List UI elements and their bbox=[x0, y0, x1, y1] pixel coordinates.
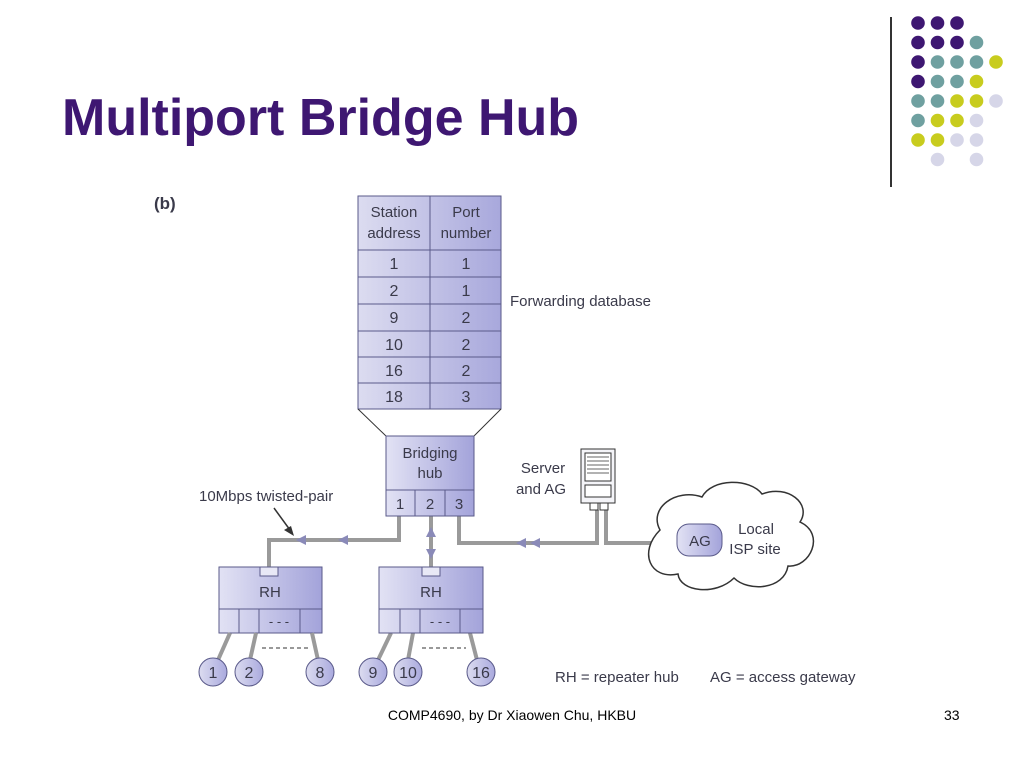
decorative-dot bbox=[969, 152, 984, 167]
column-header-port-line1: Port bbox=[452, 204, 480, 221]
decorative-dot bbox=[989, 55, 1003, 69]
decorative-dot bbox=[969, 74, 984, 89]
legend-repeater-hub: RH = repeater hub bbox=[555, 669, 679, 686]
bridging-hub: Bridging hub 1 2 3 bbox=[385, 435, 475, 517]
server-label-line1: Server bbox=[521, 460, 565, 477]
figure-label: (b) bbox=[154, 194, 176, 213]
decorative-dot bbox=[930, 133, 945, 147]
isp-site-label-line2: ISP site bbox=[729, 541, 780, 558]
station-9: 9 bbox=[358, 657, 388, 687]
table-cell-station: 18 bbox=[385, 389, 403, 406]
station-2: 2 bbox=[234, 657, 264, 687]
cable-pointer-arrow bbox=[273, 507, 294, 536]
decorative-dot bbox=[911, 113, 925, 128]
bridge-hub-diagram: (b) Station address Port number 1 1 2 1 … bbox=[154, 194, 856, 687]
decorative-dot bbox=[950, 35, 964, 50]
table-connector-left bbox=[357, 408, 387, 437]
table-cell-port: 2 bbox=[462, 337, 471, 354]
station-label: 10 bbox=[399, 665, 417, 682]
repeater-hub-1: RH - - - bbox=[218, 566, 323, 634]
decorative-dot bbox=[950, 133, 964, 147]
isp-cloud bbox=[648, 481, 815, 591]
table-cell-station: 10 bbox=[385, 337, 403, 354]
table-cell-station: 2 bbox=[390, 283, 399, 300]
decorative-dot bbox=[930, 152, 945, 167]
repeater-hub-dashes: - - - bbox=[269, 614, 289, 629]
station-label: 16 bbox=[472, 665, 490, 682]
decorative-dot bbox=[911, 35, 925, 50]
repeater-hub-2: RH - - - bbox=[378, 566, 484, 634]
forwarding-database-table: Station address Port number 1 1 2 1 9 2 … bbox=[357, 195, 502, 410]
table-cell-port: 2 bbox=[462, 310, 471, 327]
network-links bbox=[267, 510, 676, 567]
decorative-dot bbox=[950, 94, 964, 108]
decorative-dot bbox=[950, 113, 964, 128]
column-header-station-line1: Station bbox=[371, 204, 418, 221]
server-label-line2: and AG bbox=[516, 481, 566, 498]
decorative-dot-grid bbox=[911, 16, 1003, 167]
slide-footer: COMP4690, by Dr Xiaowen Chu, HKBU bbox=[387, 707, 637, 723]
table-connector-right bbox=[473, 408, 502, 437]
decorative-dot bbox=[969, 55, 984, 69]
bridge-port-label: 3 bbox=[455, 496, 463, 513]
bridge-port-label: 1 bbox=[396, 496, 404, 513]
server-icon bbox=[580, 448, 616, 511]
repeater-hub-label: RH bbox=[259, 584, 281, 601]
repeater-hub-label: RH bbox=[420, 584, 442, 601]
station-10: 10 bbox=[393, 657, 423, 687]
page-number: 33 bbox=[944, 707, 960, 723]
station-links bbox=[216, 632, 479, 661]
repeater-hub-dashes: - - - bbox=[430, 614, 450, 629]
access-gateway: AG bbox=[676, 523, 723, 557]
decorative-dot bbox=[969, 35, 984, 50]
cable-type-label: 10Mbps twisted-pair bbox=[199, 488, 333, 505]
table-cell-port: 1 bbox=[462, 256, 471, 273]
table-cell-port: 2 bbox=[462, 363, 471, 380]
station-label: 9 bbox=[369, 665, 378, 682]
slide-title: Multiport Bridge Hub bbox=[62, 89, 580, 147]
column-header-port-line2: number bbox=[441, 225, 492, 242]
column-header-station-line2: address bbox=[367, 225, 420, 242]
decorative-dot bbox=[969, 94, 984, 108]
decorative-dot bbox=[969, 113, 984, 128]
decorative-dot bbox=[930, 55, 945, 69]
forwarding-database-caption: Forwarding database bbox=[510, 293, 651, 310]
station-8: 8 bbox=[305, 657, 335, 687]
table-cell-station: 16 bbox=[385, 363, 403, 380]
decorative-dot bbox=[930, 113, 945, 128]
legend-access-gateway: AG = access gateway bbox=[710, 669, 856, 686]
station-label: 2 bbox=[245, 665, 254, 682]
access-gateway-label: AG bbox=[689, 533, 711, 550]
table-cell-station: 9 bbox=[390, 310, 399, 327]
flow-arrows bbox=[296, 527, 540, 559]
table-cell-station: 1 bbox=[390, 256, 399, 273]
decorative-dot bbox=[930, 74, 945, 89]
bridge-port-label: 2 bbox=[426, 496, 434, 513]
station-label: 8 bbox=[316, 665, 325, 682]
decorative-dot bbox=[950, 55, 964, 69]
station-1: 1 bbox=[198, 657, 228, 687]
station-16: 16 bbox=[466, 657, 496, 687]
decorative-dot bbox=[911, 94, 925, 108]
table-cell-port: 1 bbox=[462, 283, 471, 300]
bridging-hub-label-line1: Bridging bbox=[402, 445, 457, 462]
decorative-dot bbox=[950, 16, 964, 30]
decorative-dot bbox=[969, 133, 984, 147]
decorative-dot bbox=[930, 35, 945, 50]
isp-site-label-line1: Local bbox=[738, 521, 774, 538]
decorative-dot bbox=[911, 133, 925, 147]
decorative-dot bbox=[911, 16, 925, 30]
bridging-hub-label-line2: hub bbox=[417, 465, 442, 482]
decorative-dot bbox=[989, 94, 1003, 108]
table-cell-port: 3 bbox=[462, 389, 471, 406]
decorative-dot bbox=[930, 16, 945, 30]
decorative-dot bbox=[911, 55, 925, 69]
decorative-dot bbox=[950, 74, 964, 89]
decorative-dot bbox=[930, 94, 945, 108]
decorative-divider bbox=[890, 17, 892, 187]
decorative-dot bbox=[911, 74, 925, 89]
station-label: 1 bbox=[209, 665, 218, 682]
